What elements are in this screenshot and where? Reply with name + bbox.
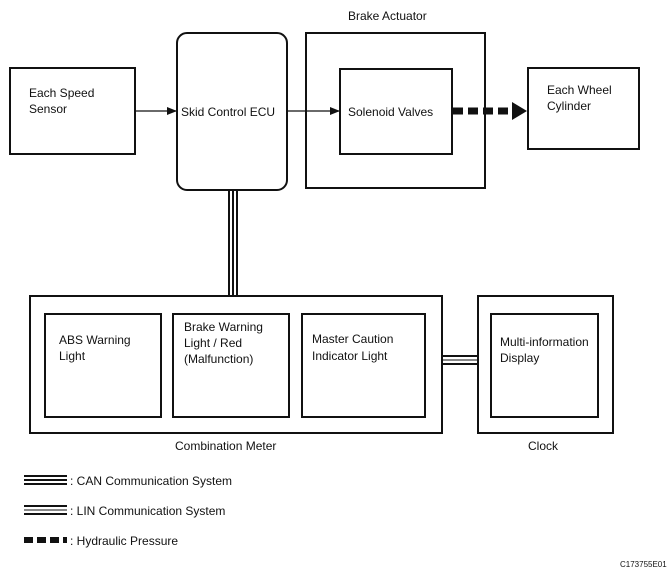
wheel-cylinder-label-1: Each Wheel	[547, 83, 612, 97]
figure-id: C173755E01	[620, 560, 667, 569]
master-caution-box	[301, 313, 426, 418]
multi-info-display-label-2: Display	[500, 351, 539, 365]
wheel-cylinder-label-2: Cylinder	[547, 99, 591, 113]
master-caution-label-2: Indicator Light	[312, 349, 388, 363]
multi-info-display-label-1: Multi-information	[500, 335, 589, 349]
legend-lin-label: : LIN Communication System	[70, 504, 225, 518]
abs-warning-light-box	[44, 313, 162, 418]
speed-sensor-label-1: Each Speed	[29, 86, 94, 100]
brake-warning-light-label-2: Light / Red	[184, 336, 242, 350]
abs-warning-light-label-1: ABS Warning	[59, 333, 131, 347]
ecu-label: Skid Control ECU	[181, 105, 275, 119]
speed-sensor-label-2: Sensor	[29, 102, 67, 116]
legend-hydraulic-label: : Hydraulic Pressure	[70, 534, 178, 548]
brake-actuator-title: Brake Actuator	[348, 9, 427, 23]
brake-warning-light-box	[172, 313, 290, 418]
multi-info-display-box	[490, 313, 599, 418]
legend-can-label: : CAN Communication System	[70, 474, 232, 488]
solenoid-valves-label: Solenoid Valves	[348, 105, 433, 119]
solenoid-valves-box	[339, 68, 453, 155]
brake-warning-light-label-1: Brake Warning	[184, 320, 263, 334]
meter-clock-lin-bus	[442, 355, 478, 365]
ecu-meter-can-bus	[228, 190, 238, 296]
wheel-cylinder-box	[527, 67, 640, 150]
abs-warning-light-label-2: Light	[59, 349, 86, 363]
clock-label: Clock	[528, 439, 559, 453]
clock-box	[477, 295, 614, 434]
brake-warning-light-label-3: (Malfunction)	[184, 352, 253, 366]
combination-meter-label: Combination Meter	[175, 439, 276, 453]
hydraulic-arrow-head	[512, 102, 527, 120]
legend-can-symbol	[24, 475, 67, 485]
master-caution-label-1: Master Caution	[312, 332, 393, 346]
legend-lin-symbol	[24, 505, 67, 515]
